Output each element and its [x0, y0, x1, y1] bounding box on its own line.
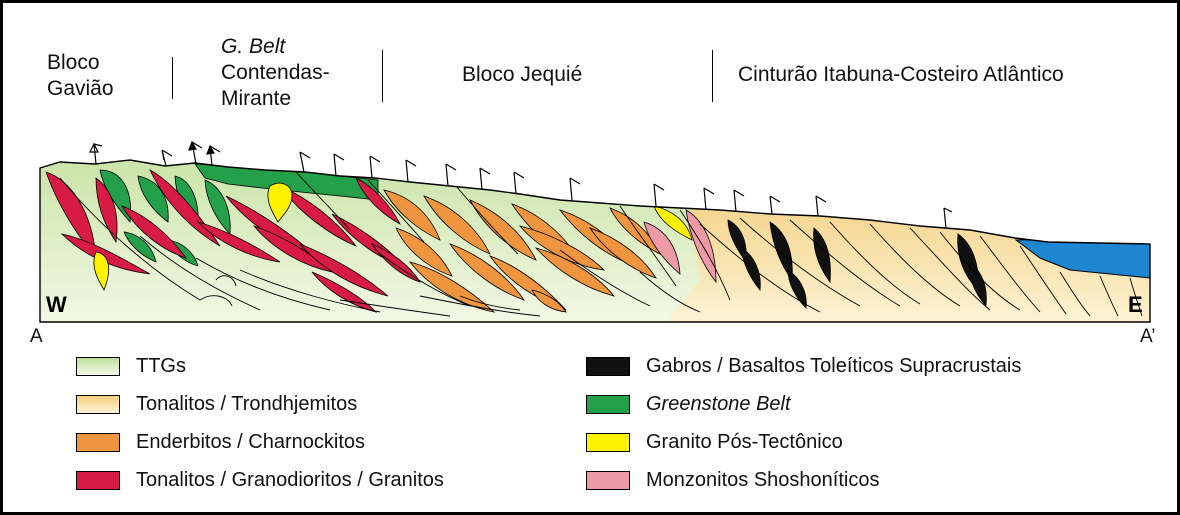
section-body — [40, 150, 1160, 330]
section-start-label: A — [30, 326, 43, 348]
east-label: E — [1128, 292, 1143, 318]
legend-item-monzonitos: Monzonitos Shoshoníticos — [586, 468, 879, 492]
legend-item-enderbitos: Enderbitos / Charnockitos — [76, 430, 365, 454]
legend-swatch — [586, 471, 630, 490]
legend-swatch — [76, 433, 120, 452]
legend-item-greenstone: Greenstone Belt — [586, 392, 791, 416]
legend-item-gabros: Gabros / Basaltos Toleíticos Supracrusta… — [586, 354, 1021, 378]
legend-swatch — [586, 357, 630, 376]
legend-item-granitos: Tonalitos / Granodioritos / Granitos — [76, 468, 444, 492]
legend-swatch — [586, 395, 630, 414]
legend-item-tonalitos-trondhjemitos: Tonalitos / Trondhjemitos — [76, 392, 357, 416]
legend-swatch — [76, 357, 120, 376]
west-label: W — [46, 292, 67, 318]
legend-swatch — [76, 471, 120, 490]
section-end-label: A’ — [1140, 326, 1155, 348]
legend-swatch — [76, 395, 120, 414]
legend-swatch — [586, 433, 630, 452]
legend-item-granito-pos-tectonico: Granito Pós-Tectônico — [586, 430, 843, 454]
legend-item-ttgs: TTGs — [76, 354, 186, 378]
